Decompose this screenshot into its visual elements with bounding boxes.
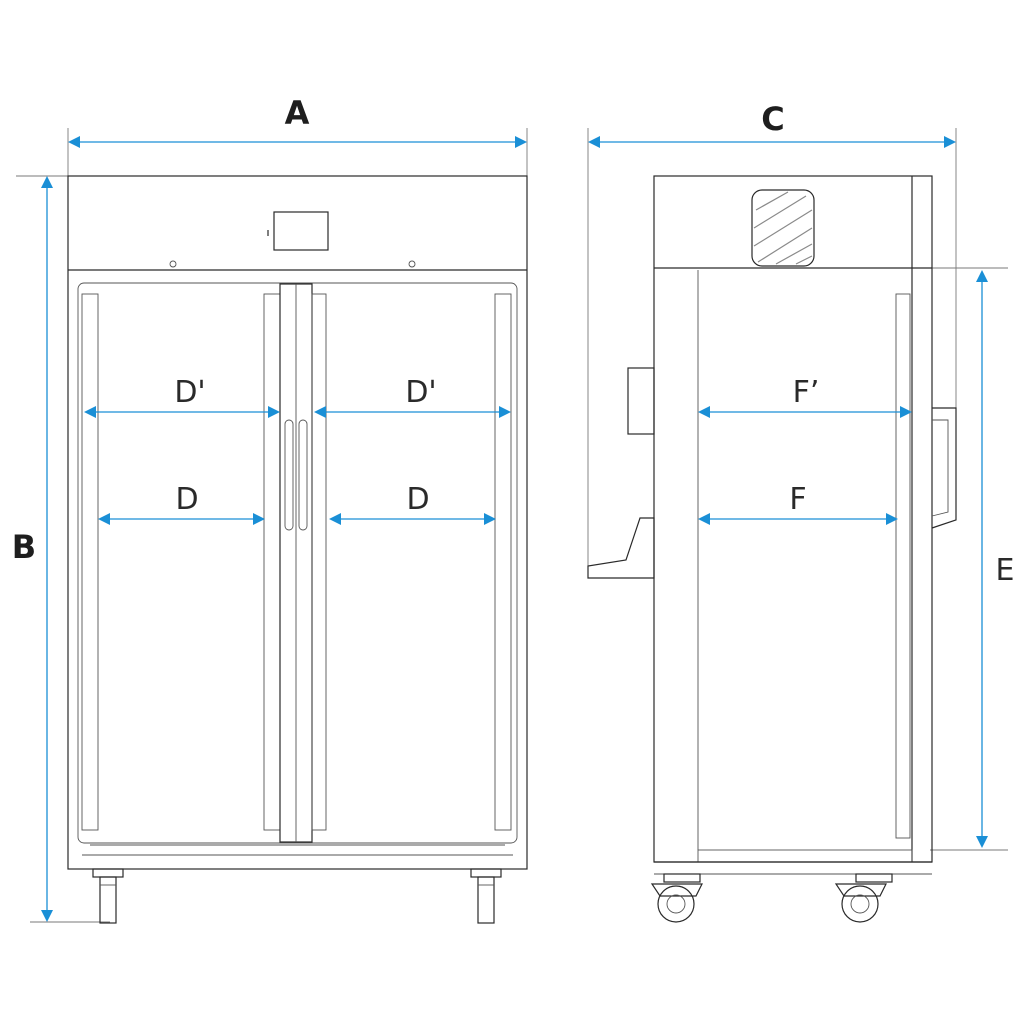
front-right-foot [470,868,502,924]
dimension-label-d-right: D [406,482,429,517]
dimension-label-e: E [996,553,1015,588]
front-view: A B D' D' D D [12,94,528,924]
front-cabinet-body [67,175,528,870]
front-left-foot [92,868,124,924]
hinge-bracket [587,517,655,579]
dimension-label-d-left: D [175,482,198,517]
left-door-handle [284,419,294,531]
dimension-label-c: C [761,100,784,138]
caster-right [834,873,893,923]
dimension-label-f: F [789,482,806,517]
dimension-label-a: A [285,94,310,132]
control-display [273,211,329,251]
dimension-label-b: B [12,528,36,566]
side-handle [931,407,957,529]
dimension-label-d-prime-right: D' [405,375,436,410]
door-handle-profile [627,367,655,435]
dimension-label-f-prime: F’ [793,375,820,410]
caster-left [650,873,703,923]
right-door-handle [298,419,308,531]
vent-grille [751,189,815,267]
dimension-label-d-prime-left: D' [174,375,205,410]
side-view: C E F’ F [587,100,1015,923]
